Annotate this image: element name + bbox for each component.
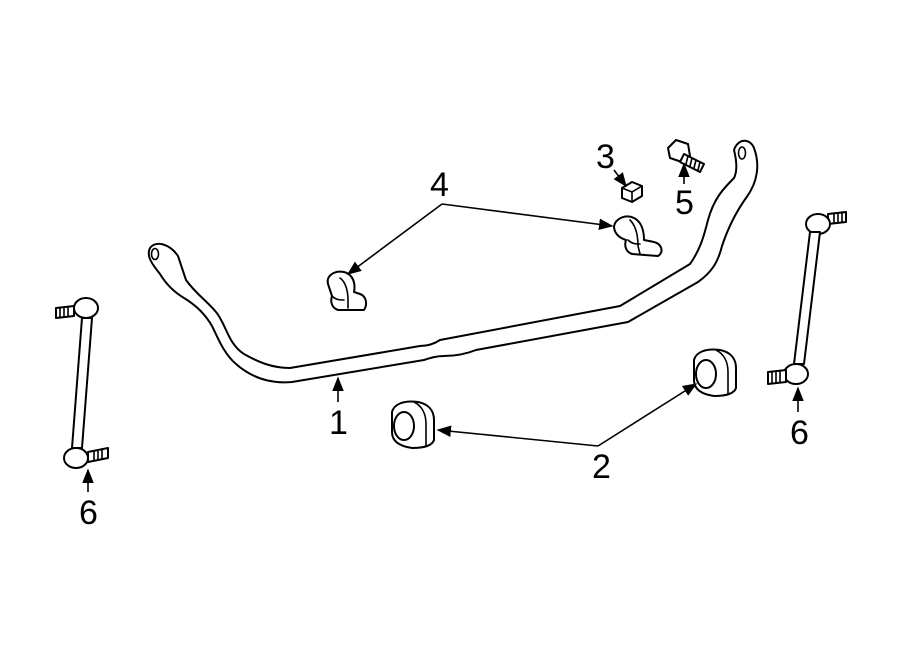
bushing-right xyxy=(693,348,737,397)
bar-bracket-left xyxy=(326,270,368,311)
bar-bracket-right xyxy=(613,215,663,257)
stabilizer-bar xyxy=(147,139,759,384)
callout-6-left: 6 xyxy=(79,494,98,532)
leader-3 xyxy=(613,169,627,188)
bolt xyxy=(667,139,705,173)
stabilizer-link-left xyxy=(55,297,109,469)
callout-5: 5 xyxy=(675,184,694,222)
callout-6-right: 6 xyxy=(790,414,809,452)
callout-3: 3 xyxy=(596,138,615,176)
leader-2 xyxy=(436,425,599,447)
leader-4a xyxy=(346,203,443,275)
nut xyxy=(621,181,643,203)
leader-4b xyxy=(441,203,614,231)
callout-4: 4 xyxy=(430,166,449,204)
leader-2b xyxy=(597,383,698,447)
bushing-left xyxy=(391,400,435,449)
callout-2: 2 xyxy=(592,448,611,486)
leader-lines xyxy=(82,162,804,492)
callout-1: 1 xyxy=(329,404,348,442)
stabilizer-link-right xyxy=(767,211,847,385)
